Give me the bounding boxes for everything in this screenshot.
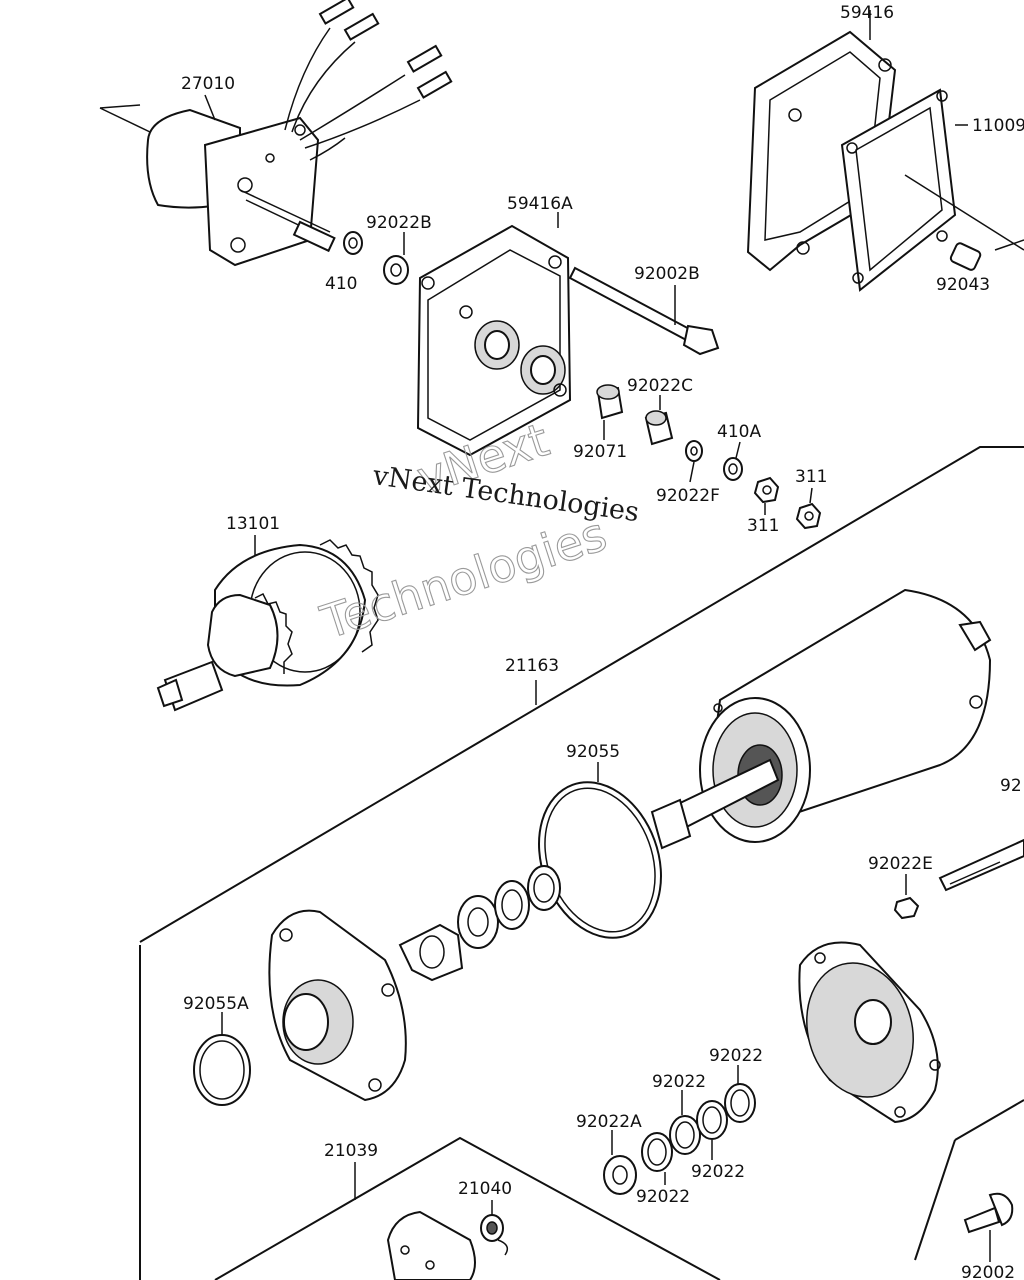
section-frame-lines [99,104,1024,1280]
label-92022A: 92022A [576,1112,642,1132]
label-92055A: 92055A [183,994,249,1014]
washer-92022B [383,232,409,285]
plug-92043 [949,239,1024,271]
label-311-lower: 311 [747,516,779,536]
watermark-outline-bottom: Technologies [314,507,613,650]
spacer-92071 [596,384,624,440]
starter-motor-body-21163 [535,588,992,850]
washers-92022 [603,1065,756,1195]
label-59416: 59416 [840,3,894,23]
collar-92022C [644,395,674,446]
label-410A: 410A [717,422,761,442]
label-21040: 21040 [458,1179,512,1199]
label-92022-c: 92022 [691,1162,745,1182]
label-92022E: 92022E [868,854,933,874]
bolt-92002B [568,266,720,356]
label-59416A: 59416A [507,194,573,214]
bolt-92002 [963,1192,1014,1262]
label-92-edge: 92 [1000,776,1022,796]
label-21163: 21163 [505,656,559,676]
label-92022F: 92022F [656,486,720,506]
label-92071: 92071 [573,442,627,462]
brush-21040 [480,1200,509,1256]
nut-311b [795,487,822,530]
o-ring-92055A [193,1012,251,1106]
o-ring-92055 [538,762,662,939]
bolt-92022E-rod [893,838,1024,920]
label-410: 410 [325,274,357,294]
starter-relay-27010 [146,0,453,267]
label-92043: 92043 [936,275,990,295]
end-cover-rear [798,941,941,1124]
label-92022C: 92022C [627,376,693,396]
label-92002: 92002 [961,1263,1015,1280]
starter-clutch-13101 [156,535,379,712]
label-21039: 21039 [324,1141,378,1161]
label-92002B: 92002B [634,264,700,284]
brush-holder-21039 [354,1162,476,1280]
label-13101: 13101 [226,514,280,534]
washer-410A [723,441,743,481]
washer-410 [343,231,363,255]
shim-washers [457,865,561,949]
label-92022-b: 92022 [652,1072,706,1092]
label-11009: 11009 [972,116,1024,136]
label-27010: 27010 [181,74,235,94]
nut-311a [753,476,780,515]
part-labels: 27010 59416 11009 92022B 59416A 410 9200… [181,3,1024,1280]
label-92022B: 92022B [366,213,432,233]
bracket-59416A [416,212,572,457]
gasket-11009 [840,88,1024,292]
lock-plate [398,923,464,982]
label-311-upper: 311 [795,467,827,487]
label-92055: 92055 [566,742,620,762]
label-92022-d: 92022 [636,1187,690,1207]
end-cover-front [268,909,407,1102]
label-92022-a: 92022 [709,1046,763,1066]
washer-92022F [685,440,703,483]
